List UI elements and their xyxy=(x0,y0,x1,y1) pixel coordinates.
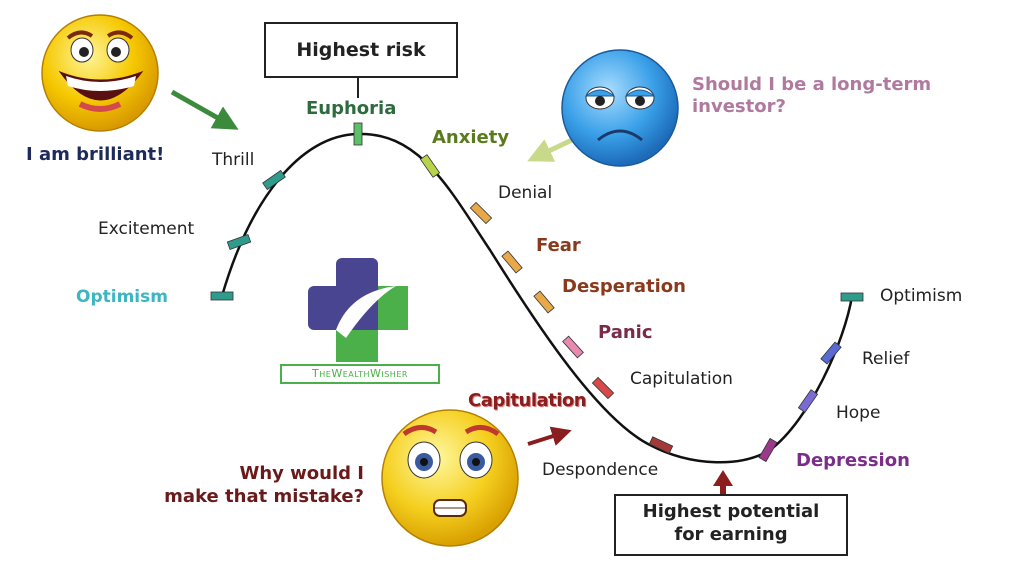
stage-label-capitulation: Capitulation xyxy=(630,369,733,389)
logo-wordmark-text: TheWealthWisher xyxy=(312,367,408,380)
stage-label-fear: Fear xyxy=(536,235,581,256)
stage-label-panic: Panic xyxy=(598,322,653,343)
stage-label-relief: Relief xyxy=(862,349,910,369)
arrow-brilliant-to-curve xyxy=(170,89,239,130)
callout-long-term: Should I be a long-term investor? xyxy=(692,74,931,118)
stage-marker-optimism-end xyxy=(840,292,864,302)
stage-label-excitement: Excitement xyxy=(98,219,195,239)
highest-potential-box: Highest potential for earning xyxy=(614,494,848,556)
stage-marker-hope xyxy=(797,389,819,413)
stage-label-anxiety: Anxiety xyxy=(432,127,510,148)
stage-marker-capitulation xyxy=(591,376,615,400)
stage-marker-excitement xyxy=(226,233,252,251)
callout-long-term-line1: Should I be a long-term xyxy=(692,74,932,95)
stage-marker-fear xyxy=(501,250,523,274)
stage-marker-thrill xyxy=(262,169,286,191)
stage-label-thrill: Thrill xyxy=(212,150,255,170)
highest-risk-label: Highest risk xyxy=(296,39,426,61)
arrow-mistake-to-curve xyxy=(527,426,572,446)
stage-label-depression: Depression xyxy=(796,450,910,471)
stage-marker-panic xyxy=(562,335,584,359)
highest-potential-line1: Highest potential xyxy=(642,501,820,522)
highest-potential-line2: for earning xyxy=(674,524,788,545)
stage-label-euphoria: Euphoria xyxy=(306,98,397,119)
stage-label-optimism-end: Optimism xyxy=(880,286,963,306)
stage-label-optimism-start: Optimism xyxy=(76,287,168,307)
stage-label-hope: Hope xyxy=(836,403,881,423)
stage-marker-denial xyxy=(469,201,493,225)
callout-mistake-line1: Why would I xyxy=(239,463,365,484)
callout-mistake: Why would I make that mistake? xyxy=(134,462,364,508)
logo-wordmark: TheWealthWisher xyxy=(280,364,440,384)
arrow-up-to-bottom xyxy=(713,470,733,498)
worried-face-icon xyxy=(381,409,519,547)
arrow-longterm-to-curve xyxy=(527,137,574,162)
callout-long-term-line2: investor? xyxy=(692,96,786,117)
callout-mistake-line2: make that mistake? xyxy=(164,486,364,507)
stage-marker-euphoria xyxy=(353,122,363,146)
stage-marker-optimism-start xyxy=(210,291,234,301)
cycle-curve xyxy=(220,132,854,464)
stage-label-desperation: Desperation xyxy=(562,276,686,297)
stage-label-despondence: Despondence xyxy=(542,460,659,480)
happy-face-icon xyxy=(41,14,159,132)
sad-face-icon xyxy=(561,49,679,167)
highest-risk-box: Highest risk xyxy=(264,22,458,78)
stage-marker-relief xyxy=(820,341,842,365)
stage-marker-anxiety xyxy=(419,154,441,178)
stage-label-denial: Denial xyxy=(498,183,553,203)
stage-marker-desperation xyxy=(533,290,555,314)
logo-icon xyxy=(308,258,408,362)
stage-marker-despondence xyxy=(648,436,674,454)
callout-capitulation-note: Capitulation xyxy=(468,390,587,411)
stage-marker-depression xyxy=(758,437,778,463)
stage-markers xyxy=(210,122,864,463)
callout-brilliant: I am brilliant! xyxy=(26,144,165,165)
